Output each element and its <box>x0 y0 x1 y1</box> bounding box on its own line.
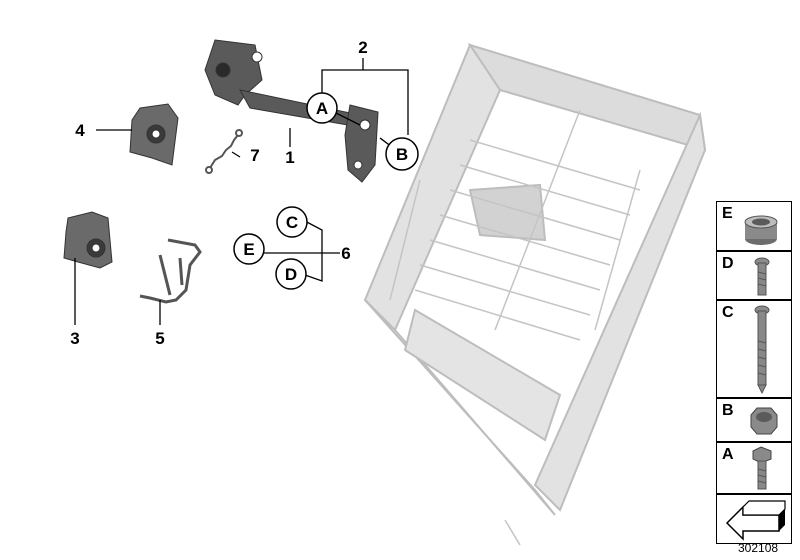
callout-e-label: E <box>243 240 254 259</box>
panel-letter-d: D <box>722 255 734 272</box>
seat-frame-ghost <box>363 42 707 546</box>
callout-b: B <box>385 137 419 171</box>
panel-cell-b: B <box>716 398 792 442</box>
callout-d-label: D <box>285 265 297 284</box>
part-number-5: 5 <box>155 329 164 348</box>
part-7-spring <box>205 129 243 174</box>
direction-arrow-icon <box>725 500 786 541</box>
callout-d: D <box>275 258 307 290</box>
spacer-sleeve-icon <box>744 215 778 245</box>
panel-cell-e: E <box>716 201 792 251</box>
panel-letter-a: A <box>722 446 734 463</box>
part-number-2: 2 <box>358 38 367 57</box>
hex-nut-icon <box>750 407 778 435</box>
panel-letter-b: B <box>722 402 734 419</box>
callout-c-label: C <box>286 213 298 232</box>
callout-a: A <box>306 92 338 124</box>
leader-lines <box>74 58 409 325</box>
part-5-wire-bracket <box>139 238 202 304</box>
part-number-4: 4 <box>75 121 85 140</box>
part-3-adjuster <box>63 211 113 269</box>
part-number-3: 3 <box>70 329 79 348</box>
callout-e: E <box>233 233 265 265</box>
panel-letter-c: C <box>722 304 734 321</box>
callout-c: C <box>276 206 308 238</box>
part-4-adjuster <box>129 103 179 166</box>
panel-cell-c: C <box>716 300 792 398</box>
callout-b-label: B <box>396 145 408 164</box>
panel-cell-a: A <box>716 442 792 494</box>
panel-cell-arrow <box>716 494 792 544</box>
short-screw-icon <box>754 257 770 296</box>
panel-letter-e: E <box>722 205 733 222</box>
reference-number: 302108 <box>738 541 779 555</box>
panel-cell-d: D <box>716 251 792 300</box>
long-screw-icon <box>754 305 770 395</box>
part-number-1: 1 <box>285 148 294 167</box>
part-number-7: 7 <box>250 146 259 165</box>
callout-a-label: A <box>316 99 328 118</box>
part-number-6: 6 <box>341 244 350 263</box>
hex-bolt-icon <box>752 446 772 490</box>
part-1-bracket <box>204 39 379 183</box>
